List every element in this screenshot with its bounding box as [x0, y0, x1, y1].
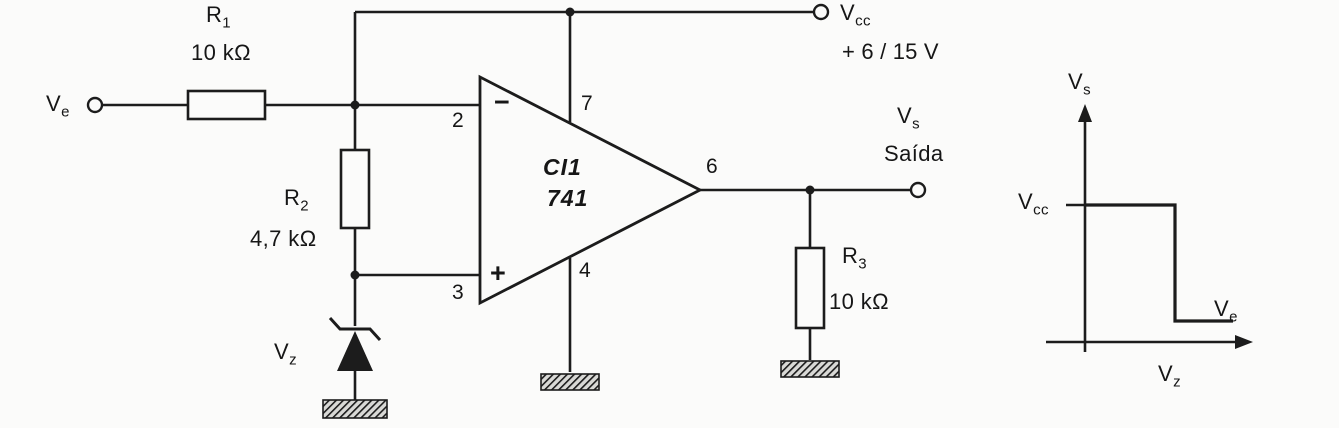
opamp-designator: CI1 — [543, 154, 582, 180]
r3-name: R3 — [842, 243, 868, 273]
junction-dots — [350, 7, 815, 280]
y-axis-arrow — [1078, 104, 1092, 122]
output-label: Vs — [897, 103, 920, 133]
junction-dot — [350, 270, 360, 280]
graph-x-label: Ve — [1214, 296, 1238, 326]
vcc-terminal — [812, 3, 830, 21]
output-caption: Saída — [884, 141, 944, 166]
resistor-r2-body — [339, 148, 371, 230]
zener-label: Vz — [274, 339, 297, 369]
graph-vz-label: Vz — [1158, 361, 1181, 391]
junction-dot — [805, 185, 815, 195]
pin-3-label: 3 — [452, 281, 465, 304]
ground-pin4 — [540, 373, 600, 391]
pin-4-label: 4 — [579, 259, 592, 282]
r3-value: 10 kΩ — [829, 289, 890, 314]
input-terminal — [86, 96, 104, 114]
junction-dot — [565, 7, 575, 17]
zener-cathode-bar — [328, 316, 382, 342]
pin-7-label: 7 — [581, 92, 594, 115]
opamp-symbol — [478, 74, 704, 306]
pin-2-label: 2 — [452, 109, 465, 132]
graph-vcc-label: Vcc — [1018, 189, 1049, 219]
transfer-curve — [1085, 203, 1233, 323]
opamp-part-number: 741 — [547, 185, 589, 211]
inverting-input-sign: − — [494, 87, 511, 117]
graph-y-label: Vs — [1068, 69, 1091, 99]
vcc-value: + 6 / 15 V — [842, 39, 939, 64]
r2-value: 4,7 kΩ — [250, 226, 317, 251]
transfer-graph — [1046, 104, 1253, 352]
input-label: Ve — [46, 91, 70, 121]
vcc-label: Vcc — [840, 0, 871, 30]
zener-diode-symbol — [328, 316, 382, 371]
junction-dot — [350, 100, 360, 110]
ground-r3 — [780, 360, 840, 378]
resistor-r1-body — [186, 89, 267, 121]
x-axis-arrow — [1235, 335, 1253, 349]
noninverting-input-sign: + — [490, 258, 507, 288]
resistor-r3-body — [794, 246, 826, 330]
r1-value: 10 kΩ — [191, 40, 252, 65]
r2-name: R2 — [284, 185, 310, 215]
output-terminal — [909, 181, 927, 199]
pin-6-label: 6 — [706, 155, 719, 178]
ground-zener — [322, 399, 388, 419]
r1-name: R1 — [206, 2, 232, 32]
ground-symbols — [322, 360, 840, 419]
zener-anode-triangle — [337, 331, 373, 371]
